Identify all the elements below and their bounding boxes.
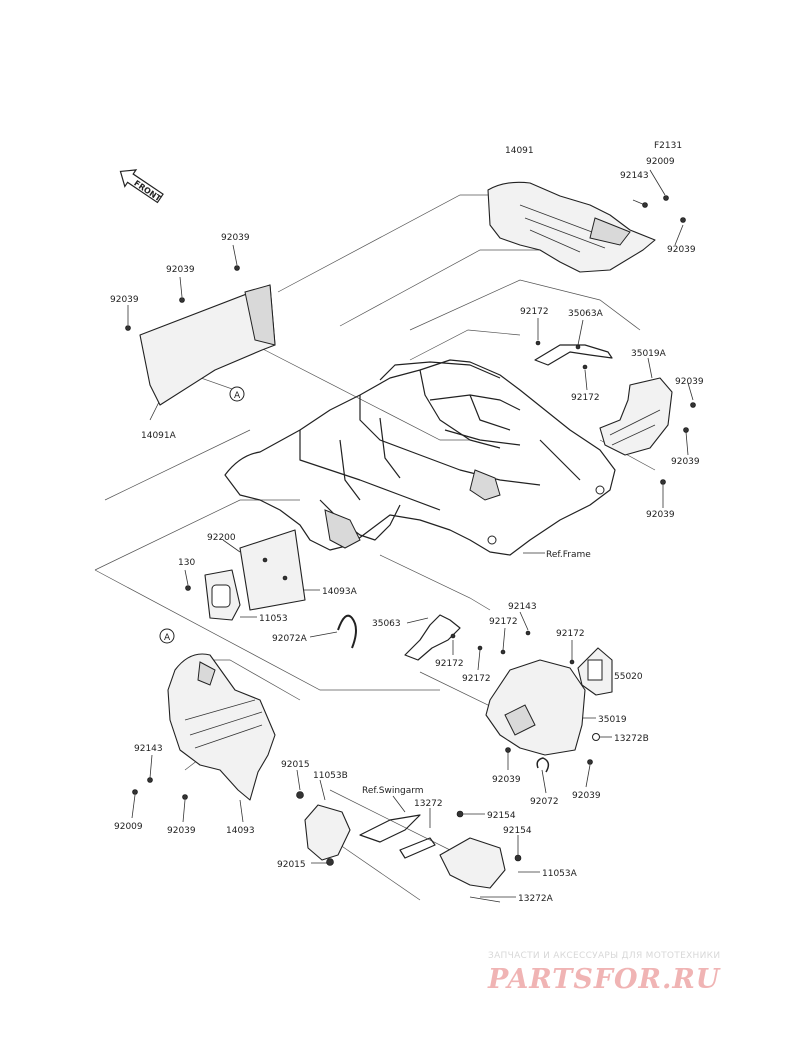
label-14093: 14093 xyxy=(226,826,255,836)
label-92039-right-3: 92039 xyxy=(646,510,675,520)
label-92143-bottom: 92143 xyxy=(134,744,163,754)
clip-92072 xyxy=(536,757,550,773)
label-92172-mid-3: 92172 xyxy=(462,674,491,684)
label-ref-frame: Ref.Frame xyxy=(546,550,591,560)
bracket-11053A xyxy=(439,837,506,903)
plate-14093A xyxy=(239,529,306,611)
watermark: ЗАПЧАСТИ И АКСЕССУАРЫ ДЛЯ МОТОТЕХНИКИ PA… xyxy=(488,951,788,1001)
label-92015-1: 92015 xyxy=(281,760,310,770)
bracket-11053B xyxy=(304,804,351,861)
label-ref-swingarm: Ref.Swingarm xyxy=(362,786,424,796)
label-35019: 35019 xyxy=(598,715,627,725)
callout-a-upper-text: A xyxy=(234,391,241,401)
label-92072A: 92072A xyxy=(272,634,308,644)
callout-a-lower-text: A xyxy=(164,633,171,643)
part-labels: 14091 F2131 92009 92143 92039 92039 9203… xyxy=(110,141,704,904)
label-92172-mid-2: 92172 xyxy=(435,659,464,669)
label-92009-top: 92009 xyxy=(646,157,675,167)
callout-a-upper xyxy=(229,386,245,402)
label-92039-left-2: 92039 xyxy=(166,265,195,275)
label-92039-mid-2: 92039 xyxy=(572,791,601,801)
label-35063: 35063 xyxy=(372,619,401,629)
label-92015-2: 92015 xyxy=(277,860,306,870)
bracket-11053 xyxy=(204,569,241,621)
label-92172-mid-1: 92172 xyxy=(489,617,518,627)
label-13272B: 13272B xyxy=(614,734,649,744)
label-F2131: F2131 xyxy=(654,141,682,151)
label-92039-right-2: 92039 xyxy=(671,457,700,467)
label-92009-bottom: 92009 xyxy=(114,822,143,832)
label-92039-right-1: 92039 xyxy=(675,377,704,387)
label-92143-top: 92143 xyxy=(620,171,649,181)
label-92039-top-right: 92039 xyxy=(667,245,696,255)
label-92039-bottom: 92039 xyxy=(167,826,196,836)
bracket-35063 xyxy=(404,614,461,661)
cover-35019A xyxy=(599,377,673,456)
label-92039-left-1: 92039 xyxy=(221,233,250,243)
label-92072: 92072 xyxy=(530,797,559,807)
label-35063A: 35063A xyxy=(568,309,604,319)
label-92154-2: 92154 xyxy=(503,826,532,836)
cover-35019 xyxy=(485,659,586,756)
callout-a-lower xyxy=(159,628,175,644)
label-13272A: 13272A xyxy=(518,894,554,904)
front-arrow-icon: FRONT xyxy=(119,169,164,203)
label-35019A: 35019A xyxy=(631,349,667,359)
label-11053A: 11053A xyxy=(542,869,578,879)
label-55020: 55020 xyxy=(614,672,643,682)
swingarm-links xyxy=(359,814,436,859)
label-92172-mid-4: 92172 xyxy=(556,629,585,639)
label-92200: 92200 xyxy=(207,533,236,543)
label-13272: 13272 xyxy=(414,799,443,809)
label-92143-mid: 92143 xyxy=(508,602,537,612)
bolts xyxy=(125,195,696,866)
cover-14093 xyxy=(159,628,276,801)
label-11053: 11053 xyxy=(259,614,288,624)
label-92154-1: 92154 xyxy=(487,811,516,821)
bracket-35063A xyxy=(534,344,613,366)
label-130: 130 xyxy=(178,558,195,568)
label-14093A: 14093A xyxy=(322,587,358,597)
bracket-55020 xyxy=(577,647,613,696)
panel-14091A xyxy=(139,284,276,406)
frame-assembly xyxy=(224,359,616,556)
watermark-tagline: ЗАПЧАСТИ И АКСЕССУАРЫ ДЛЯ МОТОТЕХНИКИ xyxy=(488,951,721,961)
label-14091: 14091 xyxy=(505,146,534,156)
leader-lines xyxy=(94,194,656,901)
label-92039-mid-1: 92039 xyxy=(492,775,521,785)
washer-13272B xyxy=(592,733,600,741)
watermark-logo: PARTSFOR.RU xyxy=(488,964,721,995)
label-92172-top-1: 92172 xyxy=(520,307,549,317)
label-11053B: 11053B xyxy=(313,771,348,781)
label-leaders xyxy=(127,169,694,898)
strap-92072A xyxy=(337,614,357,649)
label-14091A: 14091A xyxy=(141,431,177,441)
label-92039-left-3: 92039 xyxy=(110,295,139,305)
cover-14091 xyxy=(487,181,656,273)
label-92172-top-2: 92172 xyxy=(571,393,600,403)
